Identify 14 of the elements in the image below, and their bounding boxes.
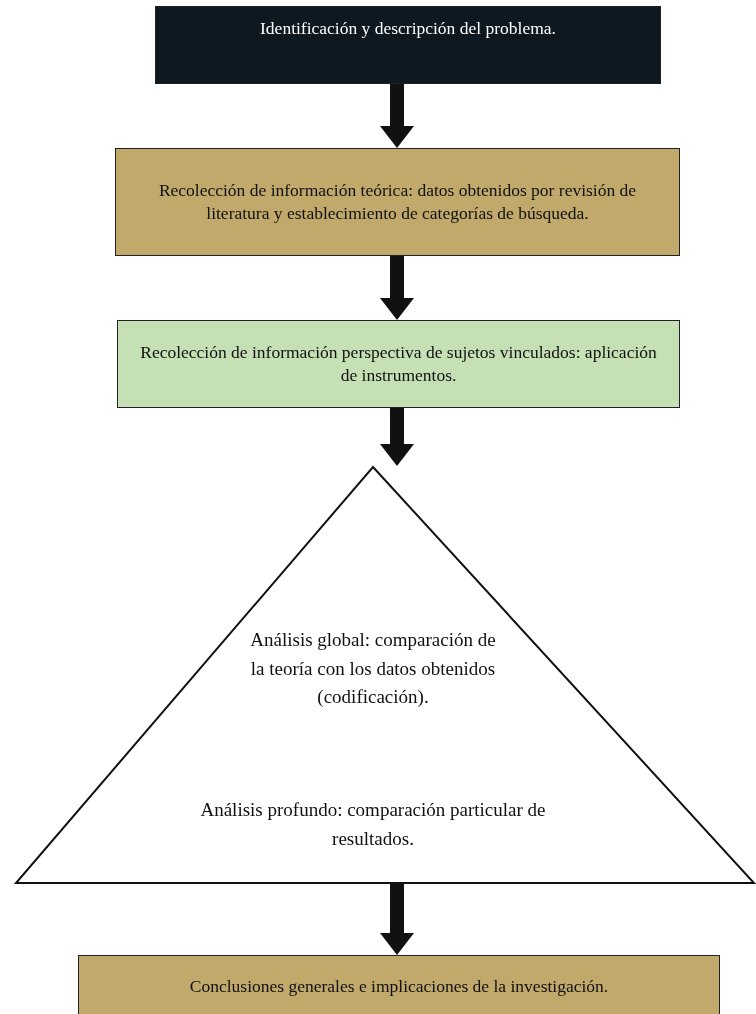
process-box [115,148,680,256]
step-text: Recolección de información perspectiva de sujetos vinculados: aplicación de instrumentos. [139,341,658,387]
analysis-text: Análisis global: comparación de la teoría con los datos obtenidos (codificación). [249,628,497,709]
block-arrow [380,408,414,466]
step-text: Recolección de información teórica: datos obtenidos por revisión de literatura y establecimiento de categorías de búsqueda. [157,179,638,225]
block-arrow [380,84,414,148]
analysis-text: Análisis profundo: comparación particular de resultados. [199,798,547,851]
block-arrow [380,256,414,320]
block-arrow [380,884,414,955]
step-text: Conclusiones generales e implicaciones de la investigación. [189,974,609,998]
step-text: Identificación y descripción del problema. [260,17,556,40]
process-box [117,320,680,408]
process-box [155,6,661,84]
process-box [78,955,720,1014]
